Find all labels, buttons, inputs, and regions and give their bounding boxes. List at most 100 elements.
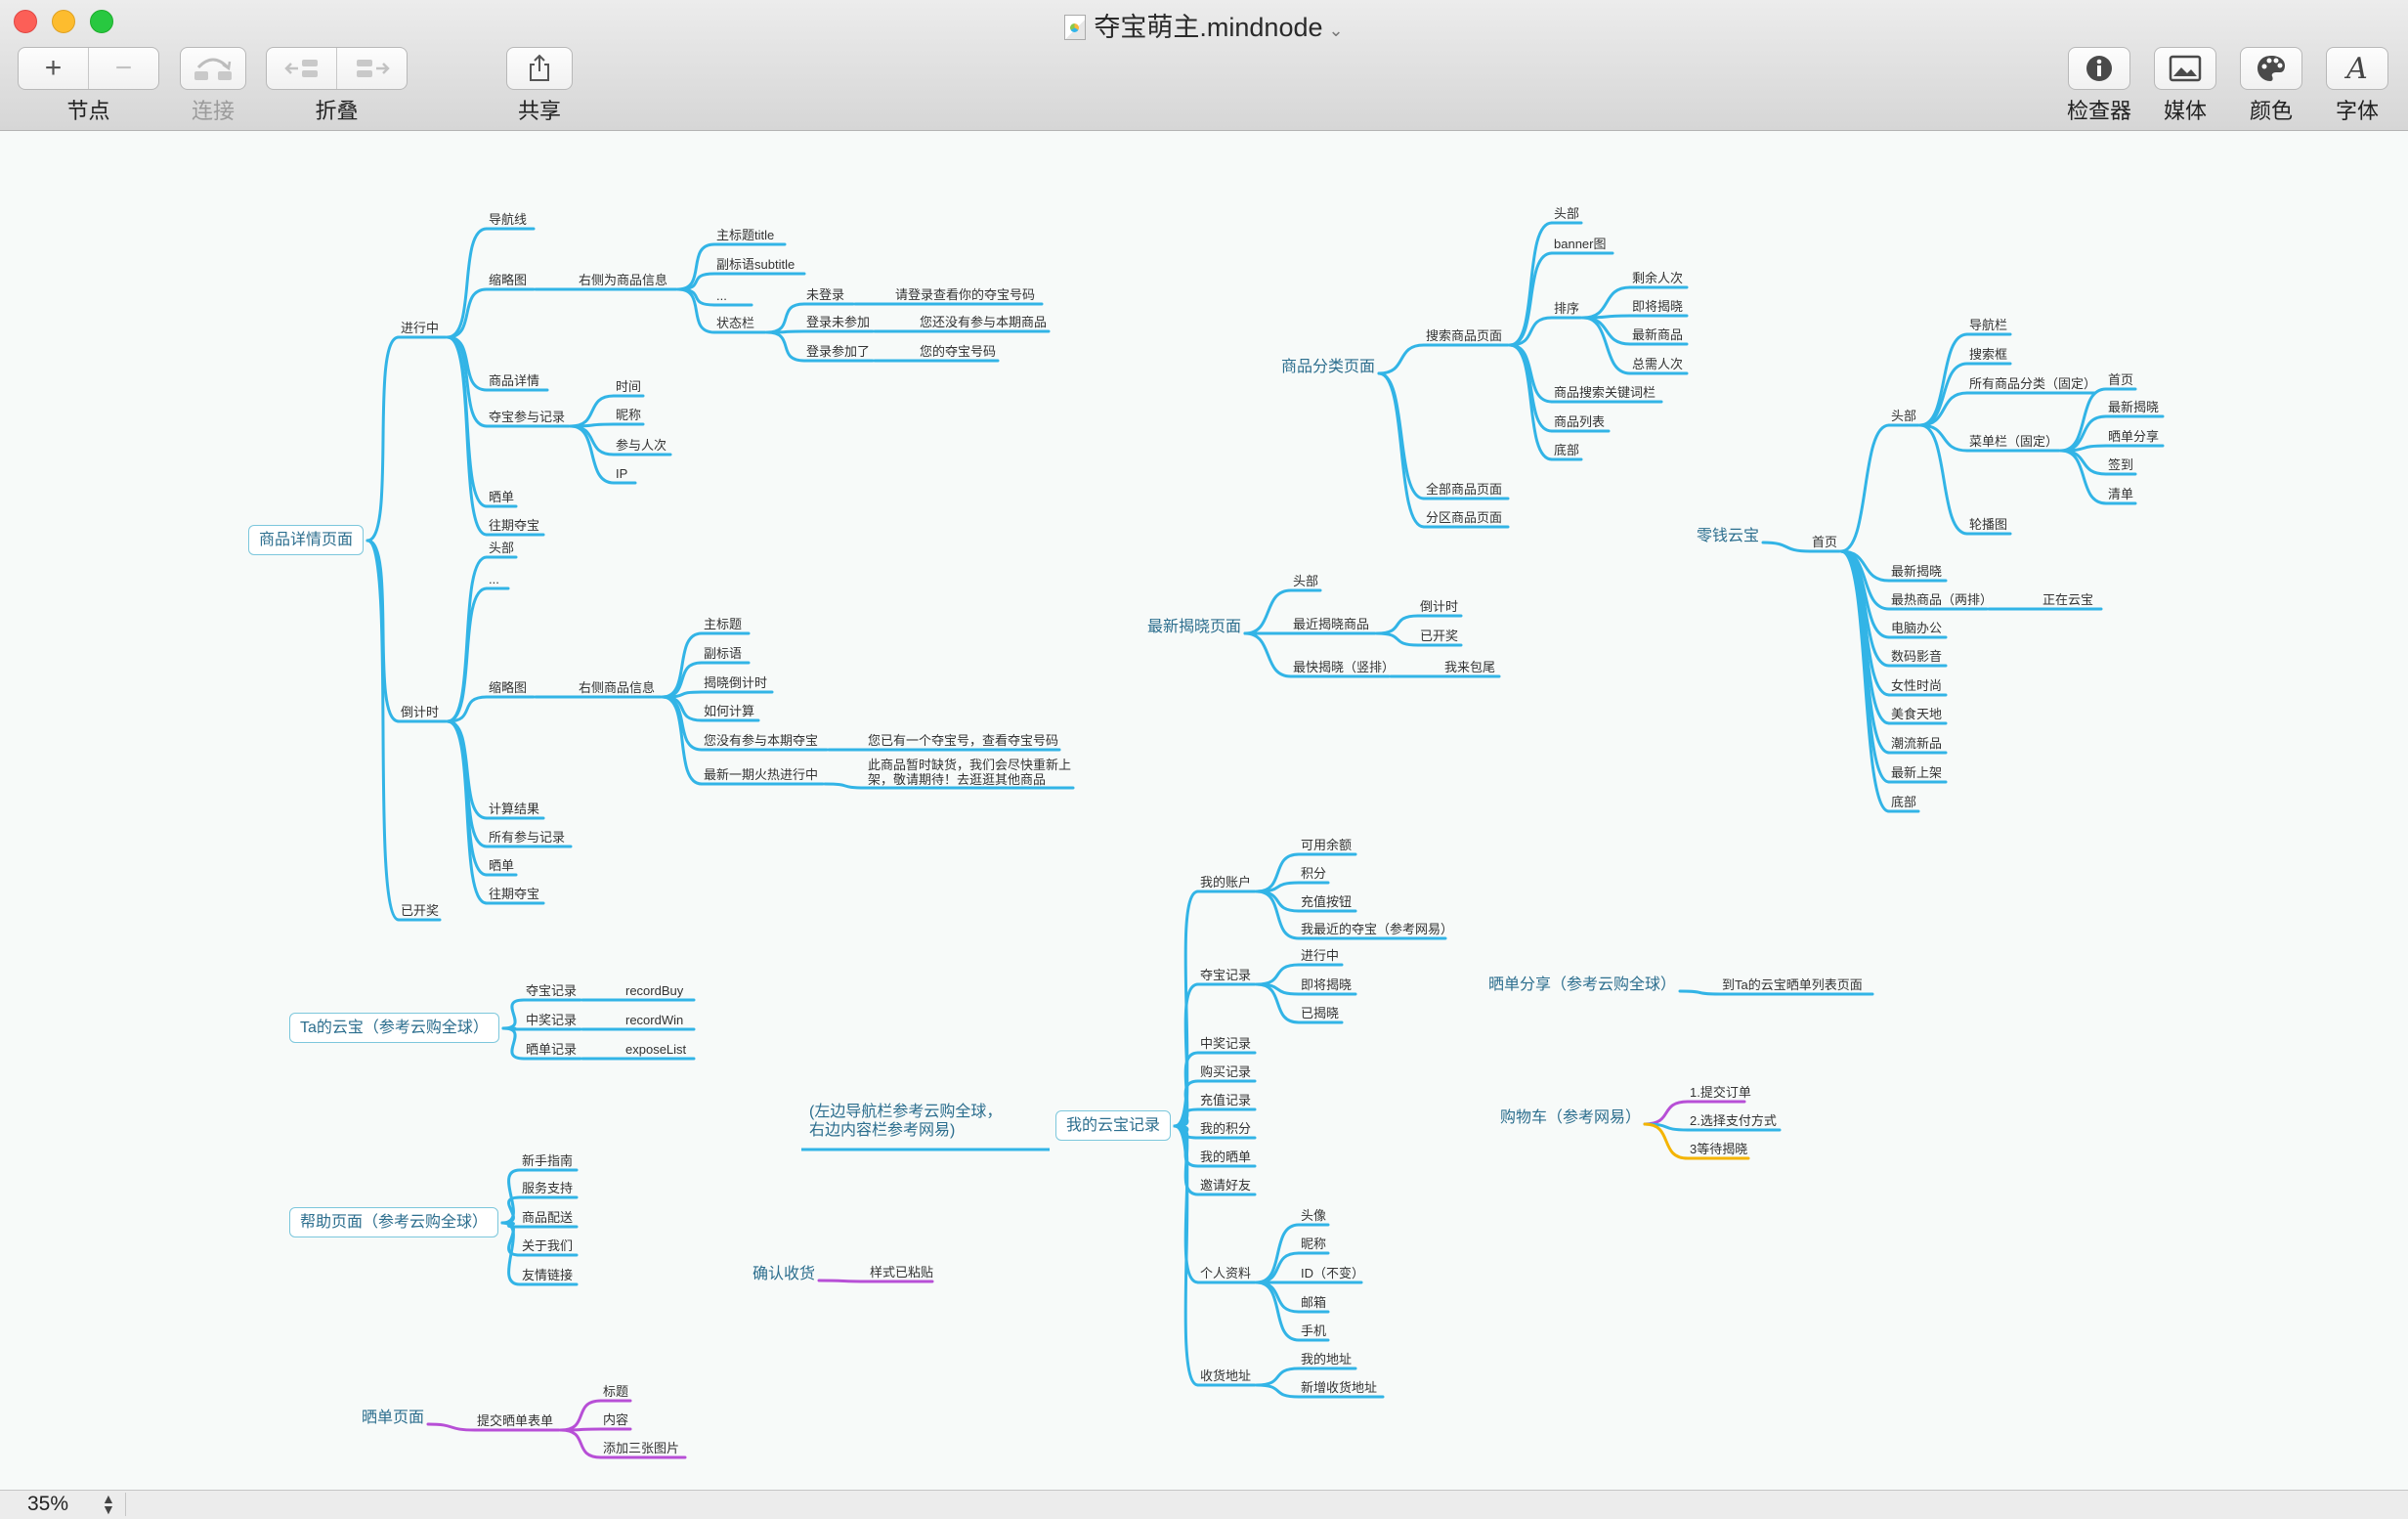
mindmap-node-n35[interactable]: 此商品暂时缺货，我们会尽快重新上架，敬请期待！去逛逛其他商品 xyxy=(868,758,1072,787)
mindmap-node-n8[interactable]: 状态栏 xyxy=(716,316,755,330)
mindmap-root-node-r1[interactable]: 商品详情页面 xyxy=(248,525,365,555)
mindmap-node-n12[interactable]: 您还没有参与本期商品 xyxy=(920,315,1048,329)
mindmap-node-n79[interactable]: 所有商品分类（固定） xyxy=(1969,376,2097,391)
mindmap-node-n56[interactable]: 搜索商品页面 xyxy=(1426,328,1503,343)
mindmap-node-n114[interactable]: 昵称 xyxy=(1301,1237,1327,1251)
mindmap-node-n84[interactable]: 签到 xyxy=(2108,457,2134,472)
mindmap-node-n23[interactable]: 倒计时 xyxy=(401,705,440,719)
minimize-window-button[interactable] xyxy=(52,10,75,33)
mindmap-node-n106[interactable]: 中奖记录 xyxy=(1200,1036,1252,1051)
mindmap-node-n37[interactable]: 所有参与记录 xyxy=(489,830,566,845)
mindmap-node-n3[interactable]: 缩略图 xyxy=(489,273,528,287)
mindmap-node-n47[interactable]: 新手指南 xyxy=(522,1153,574,1168)
mindmap-node-n102[interactable]: 夺宝记录 xyxy=(1200,968,1252,982)
mindmap-node-n13[interactable]: 登录参加了 xyxy=(806,344,871,359)
mindmap-node-n11[interactable]: 登录未参加 xyxy=(806,315,871,329)
mindmap-node-n51[interactable]: 友情链接 xyxy=(522,1268,574,1282)
mindmap-node-n116[interactable]: 邮箱 xyxy=(1301,1295,1327,1310)
mindmap-node-n28[interactable]: 主标题 xyxy=(704,617,743,631)
mindmap-node-n86[interactable]: 轮播图 xyxy=(1969,517,2008,532)
mindmap-node-n26[interactable]: 缩略图 xyxy=(489,680,528,695)
mindmap-node-n48[interactable]: 服务支持 xyxy=(522,1181,574,1195)
mindmap-node-n82[interactable]: 最新揭晓 xyxy=(2108,400,2160,414)
mindmap-node-n43[interactable]: 中奖记录 xyxy=(526,1013,578,1027)
mindmap-node-n92[interactable]: 女性时尚 xyxy=(1891,678,1943,693)
mindmap-root-node-r8[interactable]: (左边导航栏参考云购全球，右边内容栏参考网易) xyxy=(809,1104,1003,1139)
mindmap-node-n52[interactable]: 提交晒单表单 xyxy=(477,1413,554,1428)
fold-left-button[interactable] xyxy=(267,48,336,89)
mindmap-node-n57[interactable]: 头部 xyxy=(1554,206,1580,221)
mindmap-node-n49[interactable]: 商品配送 xyxy=(522,1210,574,1225)
mindmap-node-n7[interactable]: ... xyxy=(716,288,727,303)
mindmap-node-n112[interactable]: 个人资料 xyxy=(1200,1266,1252,1280)
mindmap-node-n62[interactable]: 最新商品 xyxy=(1632,327,1684,342)
share-button[interactable] xyxy=(506,47,573,90)
mindmap-node-n32[interactable]: 您没有参与本期夺宝 xyxy=(704,733,819,748)
mindmap-node-n5[interactable]: 主标题title xyxy=(716,228,775,242)
mindmap-node-n55[interactable]: 添加三张图片 xyxy=(603,1441,680,1455)
media-button[interactable] xyxy=(2154,47,2216,90)
mindmap-node-n54[interactable]: 内容 xyxy=(603,1412,629,1427)
mindmap-node-n40[interactable]: 已开奖 xyxy=(401,903,440,918)
mindmap-node-n76[interactable]: 头部 xyxy=(1891,409,1917,423)
mindmap-node-n16[interactable]: 夺宝参与记录 xyxy=(489,410,566,424)
mindmap-node-n29[interactable]: 副标语 xyxy=(704,646,743,661)
mindmap-node-n85[interactable]: 清单 xyxy=(2108,487,2134,501)
mindmap-node-n117[interactable]: 手机 xyxy=(1301,1324,1327,1338)
mindmap-root-node-r10[interactable]: 晒单分享（参考云购全球） xyxy=(1488,976,1677,993)
mindmap-node-n53[interactable]: 标题 xyxy=(603,1384,629,1399)
remove-node-button[interactable]: − xyxy=(88,48,158,89)
mindmap-node-n38[interactable]: 晒单 xyxy=(489,858,515,873)
mindmap-node-n97[interactable]: 我的账户 xyxy=(1200,875,1252,890)
mindmap-node-n15[interactable]: 商品详情 xyxy=(489,373,540,388)
mindmap-node-n124[interactable]: 3等待揭晓 xyxy=(1690,1142,1748,1156)
mindmap-node-n71[interactable]: 倒计时 xyxy=(1420,599,1459,614)
mindmap-node-n80[interactable]: 菜单栏（固定） xyxy=(1969,434,2059,449)
zoom-stepper-icon[interactable]: ▲▼ xyxy=(102,1491,115,1517)
mindmap-node-n33[interactable]: 您已有一个夺宝号，查看夺宝号码 xyxy=(868,733,1059,748)
mindmap-node-n10[interactable]: 请登录查看你的夺宝号码 xyxy=(895,287,1036,302)
mindmap-root-node-r5[interactable]: 商品分类页面 xyxy=(1281,359,1376,375)
mindmap-node-n45[interactable]: 晒单记录 xyxy=(526,1042,578,1057)
chevron-down-icon[interactable]: ⌄ xyxy=(1328,21,1344,40)
mindmap-node-n14[interactable]: 您的夺宝号码 xyxy=(920,344,997,359)
mindmap-node-n61[interactable]: 即将揭晓 xyxy=(1632,299,1684,314)
mindmap-node-n90[interactable]: 电脑办公 xyxy=(1891,621,1943,635)
mindmap-node-n17[interactable]: 时间 xyxy=(616,379,642,394)
mindmap-node-n30[interactable]: 揭晓倒计时 xyxy=(704,675,768,690)
mindmap-node-n59[interactable]: 排序 xyxy=(1554,301,1580,316)
mindmap-node-n99[interactable]: 积分 xyxy=(1301,866,1327,881)
mindmap-node-n60[interactable]: 剩余人次 xyxy=(1632,271,1684,285)
mindmap-node-n115[interactable]: ID（不变） xyxy=(1301,1266,1365,1280)
inspector-button[interactable] xyxy=(2068,47,2130,90)
mindmap-node-n104[interactable]: 即将揭晓 xyxy=(1301,977,1353,992)
mindmap-node-n73[interactable]: 最快揭晓（竖排） xyxy=(1293,660,1396,674)
mindmap-node-n20[interactable]: IP xyxy=(616,466,628,481)
add-node-button[interactable]: + xyxy=(19,48,88,89)
mindmap-node-n122[interactable]: 1.提交订单 xyxy=(1690,1085,1751,1100)
mindmap-node-n65[interactable]: 商品列表 xyxy=(1554,414,1606,429)
mindmap-root-node-r7[interactable]: 零钱云宝 xyxy=(1697,528,1760,544)
mindmap-node-n31[interactable]: 如何计算 xyxy=(704,704,755,718)
mindmap-node-n83[interactable]: 晒单分享 xyxy=(2108,429,2160,444)
mindmap-node-n74[interactable]: 我来包尾 xyxy=(1444,660,1496,674)
mindmap-node-n94[interactable]: 潮流新品 xyxy=(1891,736,1943,751)
mindmap-node-n96[interactable]: 底部 xyxy=(1891,795,1917,809)
mindmap-node-n34[interactable]: 最新一期火热进行中 xyxy=(704,767,819,782)
mindmap-node-n95[interactable]: 最新上架 xyxy=(1891,765,1943,780)
mindmap-node-n105[interactable]: 已揭晓 xyxy=(1301,1006,1340,1020)
connect-button[interactable] xyxy=(180,47,246,90)
mindmap-node-n63[interactable]: 总需人次 xyxy=(1632,357,1684,371)
mindmap-node-n70[interactable]: 最近揭晓商品 xyxy=(1293,617,1370,631)
mindmap-node-n1[interactable]: 进行中 xyxy=(401,321,440,335)
mindmap-node-n110[interactable]: 我的晒单 xyxy=(1200,1150,1252,1164)
mindmap-node-n6[interactable]: 副标语subtitle xyxy=(716,257,796,272)
mindmap-node-n78[interactable]: 搜索框 xyxy=(1969,347,2008,362)
mindmap-node-n118[interactable]: 收货地址 xyxy=(1200,1368,1252,1383)
mindmap-node-n46[interactable]: exposeList xyxy=(625,1042,687,1057)
close-window-button[interactable] xyxy=(14,10,37,33)
mindmap-node-n4[interactable]: 右侧为商品信息 xyxy=(579,273,668,287)
mindmap-node-n50[interactable]: 关于我们 xyxy=(522,1238,574,1253)
mindmap-node-n87[interactable]: 最新揭晓 xyxy=(1891,564,1943,579)
